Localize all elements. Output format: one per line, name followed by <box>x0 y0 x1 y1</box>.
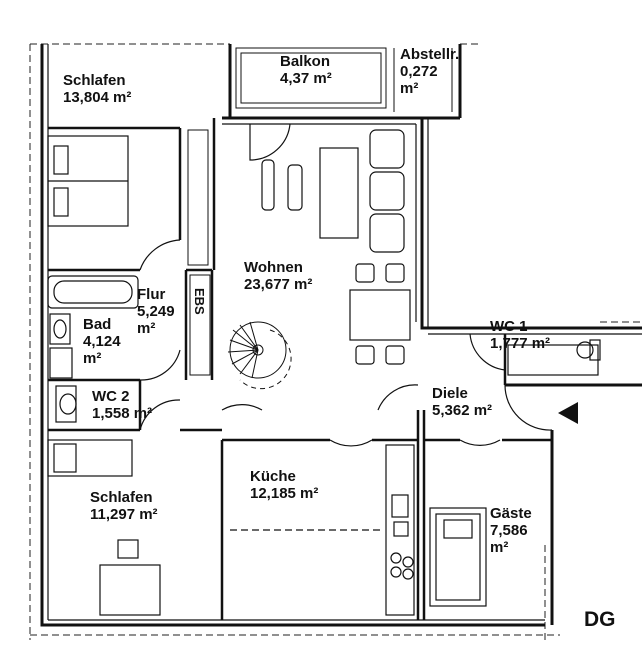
room-area: 0,272 <box>400 63 438 80</box>
room-name: Wohnen <box>244 259 303 276</box>
balcony-railing <box>235 47 453 112</box>
room-area: 1,558 m² <box>92 405 153 422</box>
room-name: Gäste <box>490 505 532 522</box>
bathroom-fixtures <box>47 275 601 423</box>
roof-slope-lines <box>29 43 642 640</box>
room-area-unit: m² <box>400 80 419 97</box>
room-name: Schlafen <box>63 72 126 89</box>
furniture-beds <box>47 135 161 616</box>
room-area: 23,677 m² <box>244 276 313 293</box>
room-area: 11,297 m² <box>90 506 158 523</box>
stair-label: EBS <box>192 288 207 315</box>
room-area-unit: m² <box>137 320 156 337</box>
room-area: 5,249 <box>137 303 175 320</box>
furniture-living <box>261 129 411 365</box>
room-area: 4,124 <box>83 333 121 350</box>
exterior-walls <box>40 44 642 627</box>
room-area: 4,37 m² <box>280 70 332 87</box>
guest-bed <box>429 507 487 607</box>
room-name: Bad <box>83 316 112 333</box>
triangle-arrow-icon <box>558 402 578 424</box>
floor-code: DG <box>584 608 616 631</box>
door-swings <box>139 123 553 447</box>
room-area: 12,185 m² <box>250 485 319 502</box>
spiral-stair <box>187 129 292 390</box>
room-name: Flur <box>137 286 166 303</box>
room-area-unit: m² <box>83 350 102 367</box>
room-name: Küche <box>250 468 296 485</box>
room-area-unit: m² <box>490 539 509 556</box>
kitchen-counter <box>230 444 415 616</box>
room-name: Diele <box>432 385 468 402</box>
room-area: 7,586 <box>490 522 528 539</box>
room-area: 1,777 m² <box>490 335 551 352</box>
room-name: Balkon <box>280 53 331 70</box>
room-name: WC 2 <box>92 388 130 405</box>
room-area: 5,362 m² <box>432 402 493 419</box>
room-name: WC 1 <box>490 318 528 335</box>
room-name: Schlafen <box>90 489 153 506</box>
interior-walls <box>48 118 552 620</box>
room-name: Abstellr. <box>400 46 460 63</box>
room-area: 13,804 m² <box>63 89 132 106</box>
